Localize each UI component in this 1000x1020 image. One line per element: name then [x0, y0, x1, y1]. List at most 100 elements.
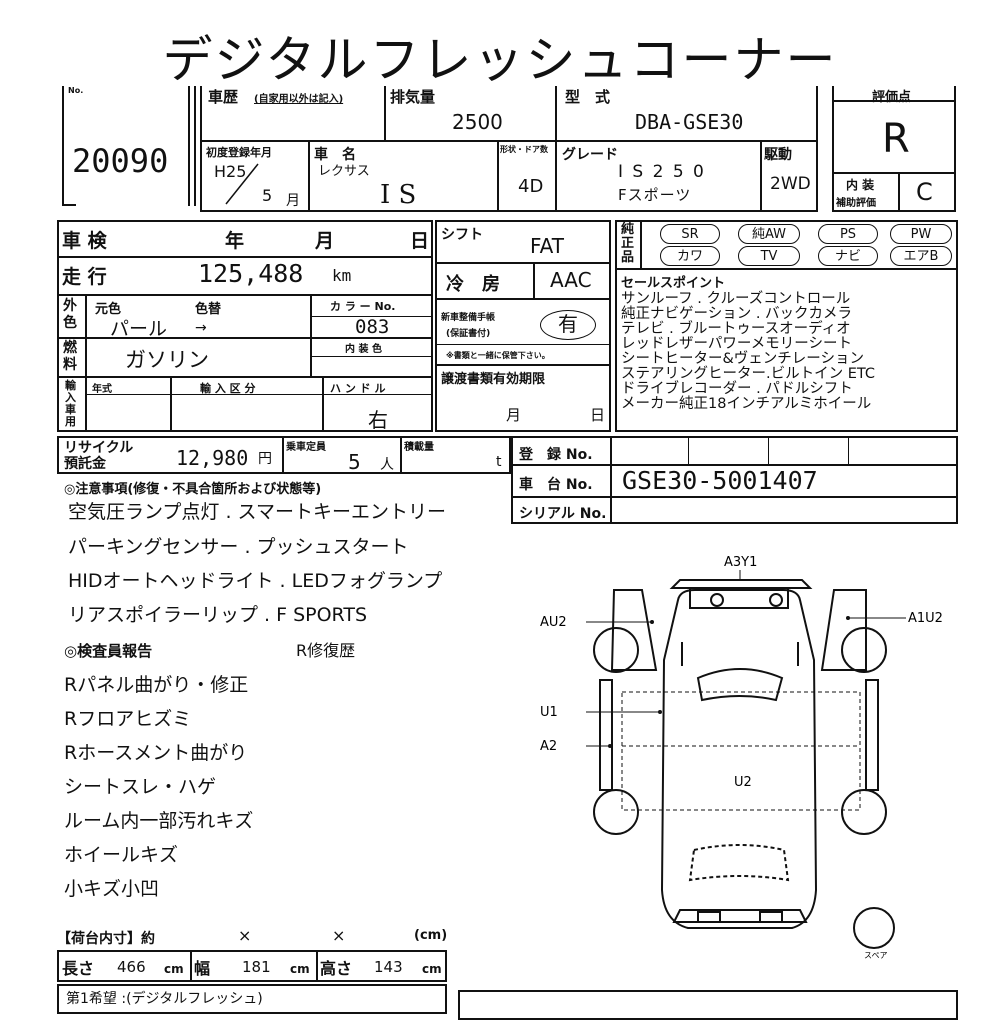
cargo-width: 181	[242, 958, 271, 976]
ac-label: 冷 房	[446, 274, 500, 295]
inspection-month: 月	[315, 230, 335, 252]
inspector-line: Rフロアヒズミ	[64, 708, 192, 730]
reg-line-1	[511, 464, 958, 466]
recycle-label-1: リサイクル	[64, 440, 134, 456]
mileage-label: 走 行	[62, 266, 107, 288]
notes-label: ◎注意事項(修復・不具合箇所および状態等)	[64, 482, 322, 497]
slash-divider	[225, 163, 259, 205]
row-line-1	[57, 256, 433, 258]
recycle-value: 12,980	[176, 446, 249, 470]
sales-label: セールスポイント	[621, 276, 726, 291]
cargo-x2: ×	[332, 926, 346, 945]
import-side-label: 輸入車用	[65, 379, 76, 428]
first-reg-month-unit: 月	[286, 193, 300, 209]
option-aw: 純AW	[738, 224, 800, 244]
model-label: 型 式	[565, 88, 611, 106]
reg-line-2	[511, 496, 958, 498]
header-grid	[200, 86, 818, 212]
color-change-label: 色替	[195, 302, 222, 317]
lot-bracket-bottom	[62, 204, 76, 206]
first-reg-year: H25	[214, 162, 247, 181]
options-sales-box	[615, 220, 958, 432]
color-change-arrow: →	[195, 320, 207, 336]
grade-label: グレード	[562, 147, 618, 163]
reg-sub-2	[768, 436, 769, 464]
first-reg-month: 5	[262, 186, 273, 205]
options-side-line	[640, 220, 642, 268]
option-airbag: エアB	[890, 246, 952, 266]
serial-label: シリアル No.	[519, 506, 607, 522]
left-info-table	[57, 220, 433, 432]
cargo-length: 466	[117, 958, 146, 976]
capacity-value: 5	[348, 450, 361, 474]
eval-divider2	[832, 172, 956, 174]
note-line: HIDオートヘッドライト . LEDフォグランプ	[68, 570, 443, 592]
color-side-label: 外色	[63, 298, 77, 331]
transfer-day: 日	[590, 406, 606, 424]
transfer-label: 譲渡書類有効期限	[441, 372, 546, 387]
sales-line: テレビ . ブルートゥースオーディオ	[621, 321, 851, 337]
inspector-label: ◎検査員報告	[64, 642, 153, 660]
option-navi: ナビ	[818, 246, 878, 266]
lot-number: 20090	[72, 142, 169, 180]
interior-color-label: 内 装 色	[345, 344, 382, 355]
grade-line2: Fスポーツ	[618, 186, 692, 204]
cargo-length-label: 長さ	[62, 959, 95, 978]
eval-score: R	[882, 116, 910, 162]
cargo-box	[57, 950, 447, 982]
sales-line: シートヒーター&ヴェンチレーション	[621, 351, 865, 367]
mid-line-1	[435, 262, 611, 264]
div-b	[555, 86, 557, 212]
option-leather: カワ	[660, 246, 720, 266]
handle-label: ハ ン ド ル	[330, 382, 386, 395]
sales-line: レッドレザーパワーメモリーシート	[621, 336, 852, 352]
capacity-unit: 人	[380, 457, 394, 473]
ac-value: AAC	[550, 268, 592, 292]
drive-label: 駆動	[764, 147, 792, 163]
cargo-height-label: 高さ	[320, 959, 353, 978]
no-label: No.	[68, 86, 84, 95]
repair-history: R修復歴	[296, 641, 356, 660]
import-col-2	[322, 376, 324, 432]
handle-value: 右	[368, 408, 388, 432]
import-col-1	[170, 376, 172, 432]
import-year-label: 年式	[92, 384, 112, 395]
manual-value: 有	[540, 310, 596, 340]
interior-label: 内 装	[846, 178, 875, 192]
option-ps: PS	[818, 224, 878, 244]
color-code: 083	[355, 316, 390, 338]
sales-line: サンルーフ . クルーズコントロール	[621, 291, 851, 307]
shift-label: シフト	[441, 227, 483, 243]
fuel-value: ガソリン	[125, 348, 209, 372]
displacement-value: 2500	[452, 110, 503, 134]
reg-col	[610, 436, 612, 524]
lot-bracket-right	[188, 86, 190, 206]
inspection-day: 日	[410, 230, 430, 252]
mileage-value: 125,488	[198, 259, 304, 288]
transfer-month: 月	[506, 406, 522, 424]
orig-color-label: 元色	[95, 302, 122, 317]
car-maker: レクサス	[318, 164, 370, 179]
interior-sub: 補助評価	[836, 198, 876, 209]
sales-line: ドライブレコーダー . パドルシフト	[621, 381, 853, 397]
label-a3y1: A3Y1	[724, 555, 757, 570]
cargo-width-label: 幅	[194, 959, 211, 978]
recycle-col-2	[400, 436, 402, 474]
history-label: 車歴	[208, 88, 239, 106]
cargo-col-2	[316, 950, 318, 982]
registration-box	[511, 436, 958, 524]
note-line: リアスポイラーリップ . F SPORTS	[68, 604, 368, 626]
eval-divider3	[898, 172, 900, 212]
mid-info-table	[435, 220, 611, 432]
eval-divider	[832, 100, 956, 102]
inspector-line: ルーム内一部汚れキズ	[64, 810, 254, 832]
cargo-unit: (cm)	[414, 928, 448, 943]
label-spare: スペア	[864, 951, 887, 960]
color-code-col	[310, 294, 312, 376]
chassis-no: GSE30-5001407	[622, 466, 818, 495]
cargo-cm: cm	[290, 962, 310, 976]
mid-line-3	[435, 364, 611, 366]
color-code-label: カ ラ ー No.	[330, 300, 396, 313]
history-note: (自家用以外は記入)	[254, 94, 344, 105]
inspector-line: Rパネル曲がり・修正	[64, 674, 249, 696]
